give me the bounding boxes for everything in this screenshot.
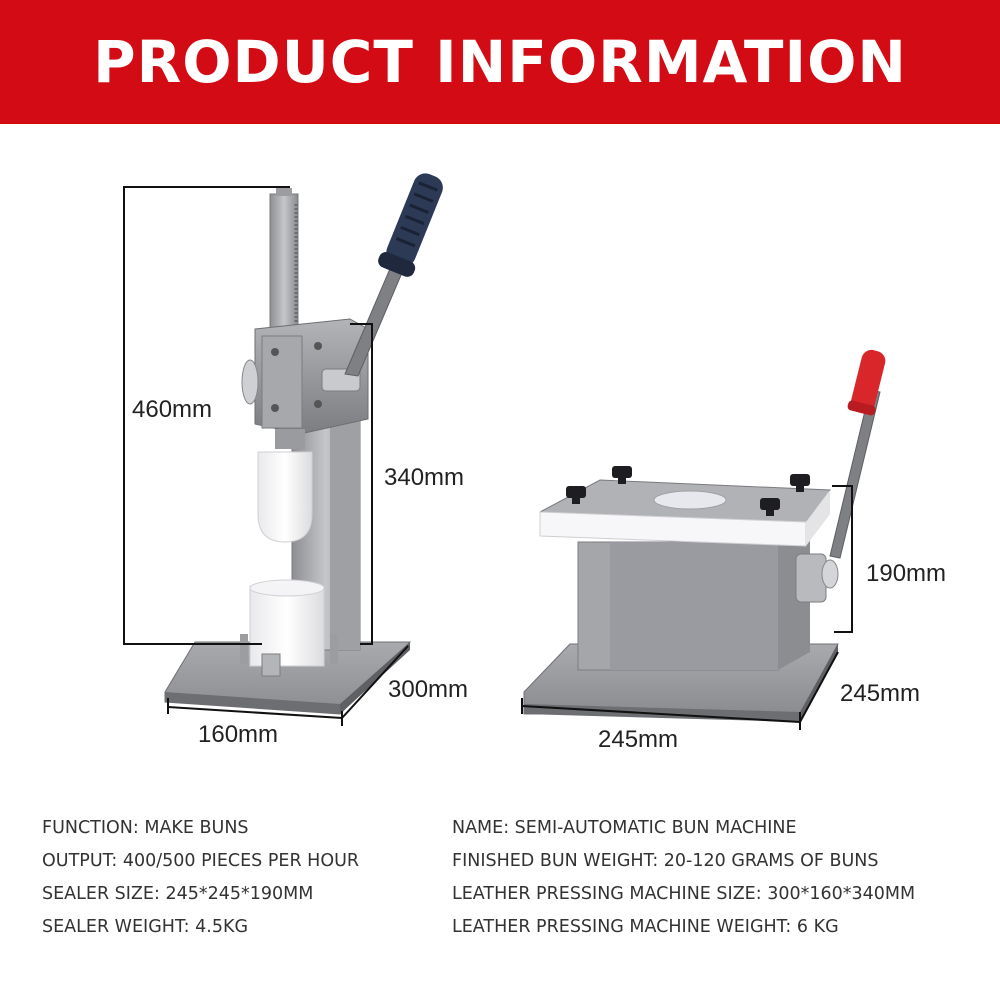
leather-pressing-machine bbox=[164, 173, 443, 715]
dim-column-height-label: 340mm bbox=[384, 464, 465, 491]
dim-depth-label: 300mm bbox=[388, 676, 469, 703]
spec-sealer-size: SEALER SIZE: 245*245*190MM bbox=[42, 884, 314, 904]
left-dimension-lines bbox=[123, 186, 409, 726]
product-illustration: 460mm 340mm 300mm 160mm 190mm 245mm 245m… bbox=[0, 124, 1000, 804]
dim-width-label: 160mm bbox=[198, 721, 279, 748]
spec-output: OUTPUT: 400/500 PIECES PER HOUR bbox=[42, 851, 360, 871]
spec-pressing-size: LEATHER PRESSING MACHINE SIZE: 300*160*3… bbox=[452, 884, 916, 904]
header-banner: PRODUCT INFORMATION bbox=[0, 0, 1000, 124]
sealer-depth-label: 245mm bbox=[840, 680, 921, 707]
product-drawing bbox=[123, 173, 886, 730]
sealer-height-label: 190mm bbox=[866, 560, 947, 587]
spec-name: NAME: SEMI-AUTOMATIC BUN MACHINE bbox=[452, 818, 797, 838]
dim-total-height-label: 460mm bbox=[132, 396, 213, 423]
right-dimension-lines bbox=[521, 485, 853, 730]
sealer-machine bbox=[523, 349, 886, 722]
spec-bun-weight: FINISHED BUN WEIGHT: 20-120 GRAMS OF BUN… bbox=[452, 851, 879, 871]
spec-pressing-weight: LEATHER PRESSING MACHINE WEIGHT: 6 KG bbox=[452, 917, 839, 937]
spec-list: FUNCTION: MAKE BUNS OUTPUT: 400/500 PIEC… bbox=[0, 818, 1000, 948]
banner-title: PRODUCT INFORMATION bbox=[93, 28, 907, 96]
sealer-width-label: 245mm bbox=[598, 726, 679, 753]
spec-sealer-weight: SEALER WEIGHT: 4.5KG bbox=[42, 917, 249, 937]
spec-function: FUNCTION: MAKE BUNS bbox=[42, 818, 249, 838]
